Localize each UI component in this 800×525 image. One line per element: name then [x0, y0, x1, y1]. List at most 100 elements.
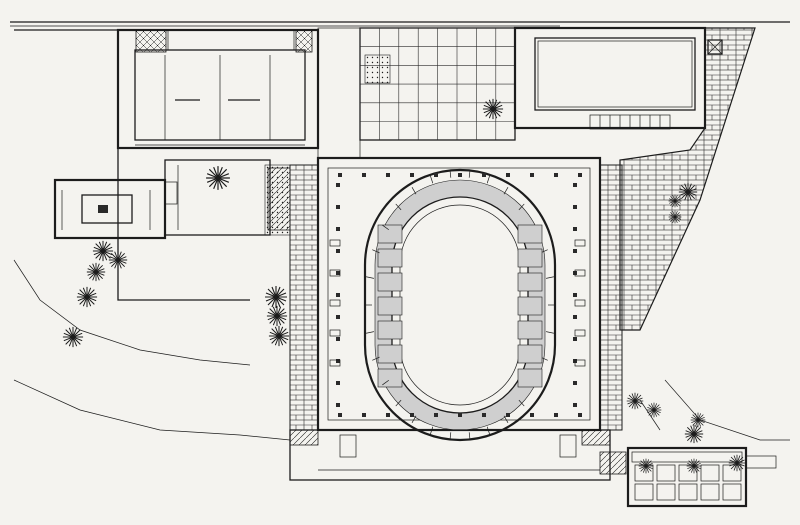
- palm-tree-icon: [268, 325, 290, 347]
- palm-tree-icon: [92, 240, 114, 262]
- seating-block: [377, 248, 403, 268]
- plaza-marker: [573, 293, 577, 297]
- seating-tick: [411, 415, 417, 423]
- palm-tree-icon: [62, 326, 84, 348]
- plaza-marker: [336, 359, 340, 363]
- plaza-marker: [336, 403, 340, 407]
- plaza-marker: [506, 173, 510, 177]
- room-cell: [678, 464, 698, 482]
- seating-tick: [518, 399, 525, 407]
- room-cell: [656, 464, 676, 482]
- seating-tick: [366, 276, 374, 279]
- plaza-marker: [336, 315, 340, 319]
- plaza-marker: [578, 413, 582, 417]
- plaza-marker: [573, 183, 577, 187]
- palm-tree-icon: [684, 424, 704, 444]
- plaza-marker: [410, 413, 414, 417]
- seating-block: [517, 224, 543, 244]
- seating-tick: [546, 331, 554, 334]
- seating-tick: [468, 169, 471, 178]
- bench-marker: [329, 299, 341, 307]
- seating-tick: [518, 203, 525, 211]
- southeast-path: [639, 399, 661, 431]
- plaza-marker: [386, 413, 390, 417]
- palm-tree-icon: [668, 194, 682, 208]
- left-street-edges: [13, 29, 291, 441]
- south-entrance: [289, 429, 611, 481]
- plaza-marker: [338, 173, 342, 177]
- plaza-marker: [482, 413, 486, 417]
- plaza-marker: [573, 249, 577, 253]
- seating-tick: [382, 224, 390, 231]
- seating-block: [517, 272, 543, 292]
- seating-tick: [395, 399, 402, 407]
- seating-tick: [430, 175, 434, 184]
- seating-tick: [366, 331, 374, 334]
- north-tiled-plaza: [317, 27, 516, 159]
- palm-tree-icon: [264, 285, 288, 309]
- plaza-marker: [336, 183, 340, 187]
- seating-block: [377, 344, 403, 364]
- seating-tick: [449, 432, 452, 441]
- seating-block: [377, 368, 403, 388]
- bench-marker: [574, 329, 586, 337]
- plaza-marker: [530, 173, 534, 177]
- seating-block: [377, 320, 403, 340]
- bench-marker: [574, 299, 586, 307]
- plaza-marker: [458, 173, 462, 177]
- plaza-marker: [578, 173, 582, 177]
- plaza-marker: [573, 227, 577, 231]
- palm-tree-icon: [205, 165, 231, 191]
- plaza-marker: [506, 413, 510, 417]
- seating-tick: [503, 415, 509, 423]
- seating-tick: [372, 356, 380, 361]
- palm-tree-icon: [266, 305, 288, 327]
- plaza-marker: [336, 381, 340, 385]
- plaza-marker: [362, 413, 366, 417]
- seating-block: [517, 368, 543, 388]
- seating-sections-west: [364, 169, 556, 441]
- seating-block: [377, 296, 403, 316]
- palm-tree-icon: [108, 250, 128, 270]
- plaza-marker: [434, 413, 438, 417]
- room-cell: [700, 483, 720, 501]
- left-building-annex: [53, 178, 178, 240]
- seating-tick: [486, 175, 490, 184]
- bench-marker: [329, 239, 341, 247]
- plaza-marker: [530, 413, 534, 417]
- stadium-podium: [267, 156, 623, 432]
- plaza-marker: [410, 173, 414, 177]
- plaza-marker: [336, 205, 340, 209]
- seating-tick: [503, 187, 509, 195]
- bench-marker: [574, 239, 586, 247]
- palm-tree-icon: [690, 412, 706, 428]
- room-cell: [656, 483, 676, 501]
- left-building-north: [116, 28, 320, 150]
- seating-tick: [395, 203, 402, 211]
- seating-sections-east: [517, 224, 543, 388]
- palm-tree-icon: [646, 402, 662, 418]
- plaza-marker: [482, 173, 486, 177]
- plaza-marker: [554, 173, 558, 177]
- plaza-markers: [329, 173, 586, 417]
- palm-tree-icon: [668, 210, 682, 224]
- seating-tick: [449, 169, 452, 178]
- plaza-marker: [336, 337, 340, 341]
- bench-marker: [329, 269, 341, 277]
- room-cell: [678, 483, 698, 501]
- seating-block: [377, 224, 403, 244]
- sculpture-icon: [482, 98, 504, 120]
- plaza-marker: [573, 205, 577, 209]
- room-cell: [722, 464, 742, 482]
- bench-marker: [574, 359, 586, 367]
- bench-marker: [574, 269, 586, 277]
- plaza-marker: [573, 381, 577, 385]
- seating-block: [517, 296, 543, 316]
- palm-tree-icon: [638, 458, 654, 474]
- room-cell: [722, 483, 742, 501]
- plaza-marker: [362, 173, 366, 177]
- southeast-street: [664, 379, 790, 441]
- plaza-marker: [386, 173, 390, 177]
- palm-tree-icon: [86, 262, 106, 282]
